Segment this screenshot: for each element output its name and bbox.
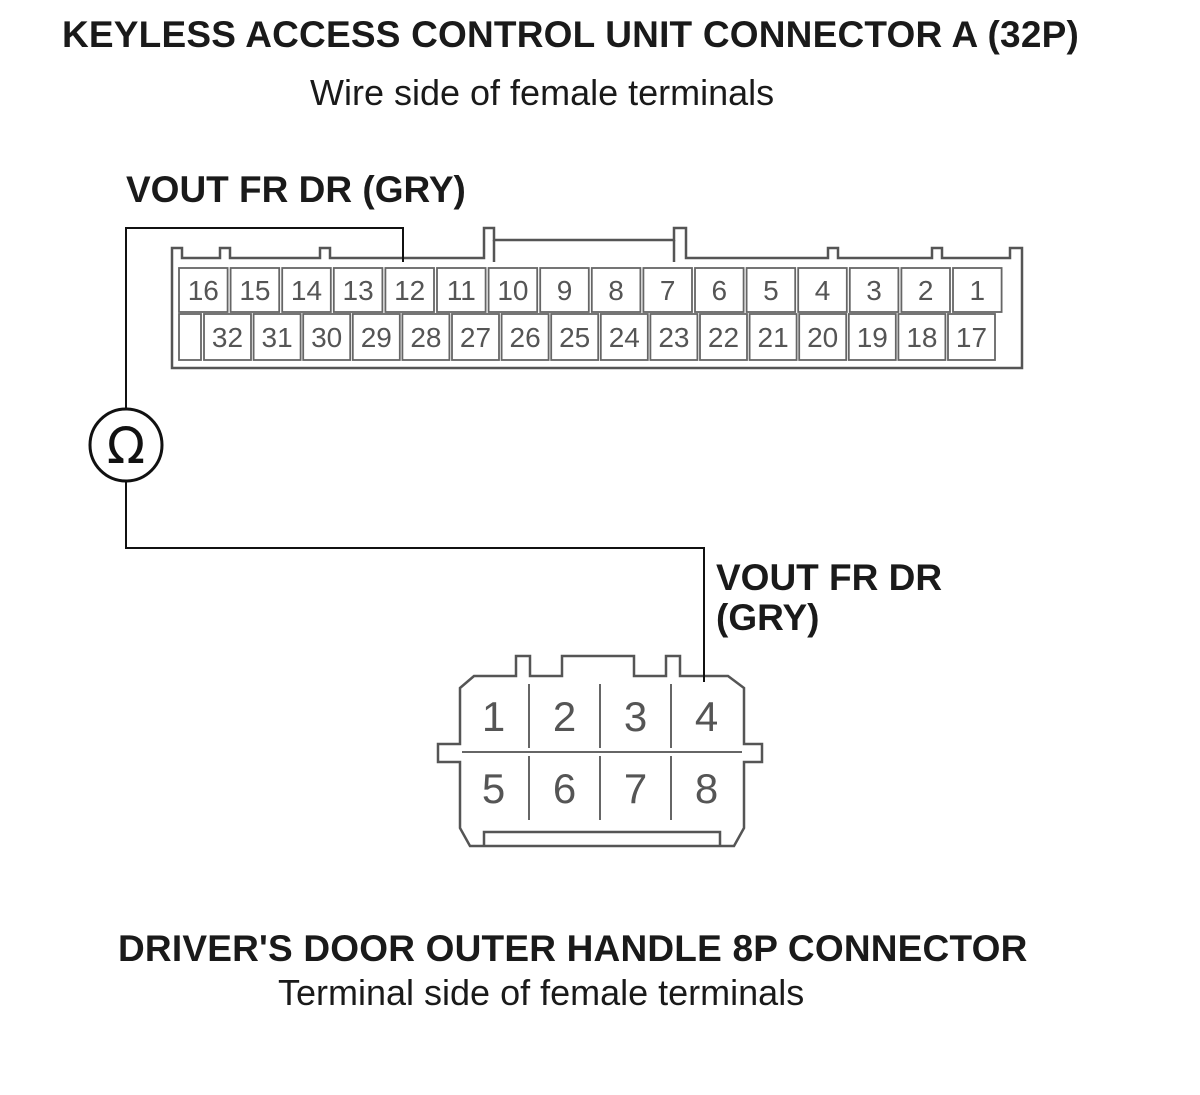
pin-a-10-label: 10 — [497, 275, 528, 306]
pin-a-32-cell — [203, 313, 252, 361]
pin-a-14-label: 14 — [291, 275, 322, 306]
pin-a-11-cell — [436, 267, 487, 313]
pin-a-31-label: 31 — [262, 322, 293, 353]
pin-a-4-label: 4 — [815, 275, 831, 306]
connector-b — [436, 654, 764, 848]
pin-a-19-cell — [847, 313, 897, 361]
pin-a-28-cell — [401, 313, 451, 361]
ohmmeter-circle — [88, 407, 164, 483]
pin-a-3-label: 3 — [866, 275, 882, 306]
pin-a-5-cell — [745, 267, 797, 313]
pin-a-15-cell — [229, 267, 281, 313]
pin-a-20-label: 20 — [807, 322, 838, 353]
pin-a-10-cell — [487, 267, 539, 313]
pin-a-blank-cell — [178, 313, 202, 361]
pin-a-30-label: 30 — [311, 322, 342, 353]
pin-a-29-label: 29 — [361, 322, 392, 353]
pin-a-15-label: 15 — [239, 275, 270, 306]
pin-b-6-label: 6 — [553, 765, 576, 812]
pin-a-23-cell — [649, 313, 699, 361]
connector-a — [170, 226, 1024, 370]
pin-a-26-cell — [500, 313, 550, 361]
connector-a-subtitle: Wire side of female terminals — [310, 72, 775, 113]
pin-b-2-label: 2 — [553, 693, 576, 740]
pin-a-2-cell — [900, 267, 951, 313]
pin-a-26-label: 26 — [510, 322, 541, 353]
connector-b-title: DRIVER'S DOOR OUTER HANDLE 8P CONNECTOR — [118, 928, 1028, 969]
pin-b-3-label: 3 — [624, 693, 647, 740]
pin-a-21-label: 21 — [758, 322, 789, 353]
pin-a-19-label: 19 — [857, 322, 888, 353]
pin-a-11-label: 11 — [447, 275, 476, 306]
pin-b-4-label: 4 — [695, 693, 718, 740]
wire-b — [125, 482, 705, 682]
pin-a-27-label: 27 — [460, 322, 491, 353]
wire-b-label-line2: (GRY) — [716, 597, 820, 638]
pin-a-12-cell — [384, 267, 435, 313]
pin-a-17-label: 17 — [956, 322, 987, 353]
wire-b-label-line1: VOUT FR DR — [716, 557, 943, 598]
pin-a-13-label: 13 — [343, 275, 374, 306]
pin-a-16-cell — [178, 267, 229, 313]
pin-a-8-cell — [590, 267, 642, 313]
pin-a-18-cell — [897, 313, 947, 361]
pin-a-9-label: 9 — [557, 275, 573, 306]
wire-b-label: VOUT FR DR (GRY) — [716, 558, 942, 638]
pin-a-27-cell — [451, 313, 500, 361]
connector-b-pins: 1 2 3 4 5 6 7 8 — [462, 684, 742, 820]
pin-a-23-label: 23 — [658, 322, 689, 353]
pin-a-21-cell — [748, 313, 798, 361]
pin-a-24-label: 24 — [609, 322, 640, 353]
connector-a-title: KEYLESS ACCESS CONTROL UNIT CONNECTOR A … — [62, 14, 1080, 55]
pin-a-5-label: 5 — [763, 275, 779, 306]
wire-a — [125, 227, 404, 408]
pin-a-29-cell — [351, 313, 401, 361]
pin-a-8-label: 8 — [608, 275, 624, 306]
pin-a-1-cell — [952, 267, 1003, 313]
pin-a-18-label: 18 — [906, 322, 937, 353]
wire-a-label: VOUT FR DR (GRY) — [126, 169, 466, 210]
ohm-icon: Ω — [107, 417, 145, 475]
pin-b-1-label: 1 — [482, 693, 505, 740]
pin-a-4-cell — [797, 267, 848, 313]
pin-a-12-label: 12 — [394, 275, 425, 306]
pin-a-22-label: 22 — [708, 322, 739, 353]
connector-b-subtitle: Terminal side of female terminals — [278, 972, 805, 1013]
pin-a-32-label: 32 — [212, 322, 243, 353]
pin-a-17-cell — [947, 313, 996, 361]
pin-a-7-label: 7 — [660, 275, 676, 306]
pin-a-6-label: 6 — [712, 275, 728, 306]
ohmmeter: Ω — [88, 407, 164, 483]
connector-b-housing — [436, 654, 764, 848]
pin-a-31-cell — [252, 313, 302, 361]
pin-a-13-cell — [332, 267, 384, 313]
pin-a-22-cell — [699, 313, 748, 361]
pin-b-7-label: 7 — [624, 765, 647, 812]
pin-a-7-cell — [642, 267, 693, 313]
pin-a-30-cell — [302, 313, 352, 361]
pin-a-3-cell — [848, 267, 900, 313]
pin-a-20-cell — [798, 313, 848, 361]
connector-b-bottom-rail — [482, 830, 722, 846]
pin-a-9-cell — [539, 267, 590, 313]
pin-a-6-cell — [694, 267, 745, 313]
pin-a-2-label: 2 — [918, 275, 934, 306]
pin-a-14-cell — [281, 267, 332, 313]
pin-a-25-label: 25 — [559, 322, 590, 353]
pin-a-16-label: 16 — [188, 275, 219, 306]
pin-a-28-label: 28 — [410, 322, 441, 353]
pin-b-8-label: 8 — [695, 765, 718, 812]
test-wires — [125, 227, 705, 682]
pin-a-24-cell — [599, 313, 649, 361]
pin-a-25-cell — [550, 313, 600, 361]
pin-b-5-label: 5 — [482, 765, 505, 812]
pin-a-1-label: 1 — [970, 275, 986, 306]
